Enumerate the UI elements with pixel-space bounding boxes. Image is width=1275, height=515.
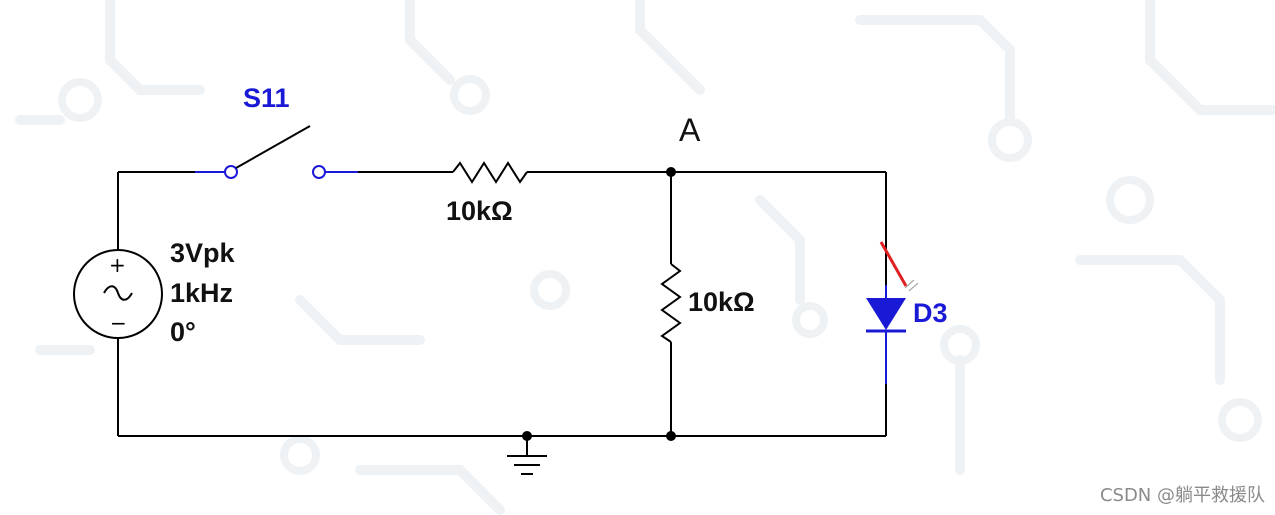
node-a-label: A [679,112,701,148]
source-plus-sign: + [109,253,126,277]
source-phase: 0° [170,317,196,347]
ground-icon [507,436,547,475]
source-frequency: 1kHz [170,278,233,308]
resistor-series-zigzag[interactable] [452,161,528,184]
diode-d3[interactable] [866,285,906,384]
source-amplitude: 3Vpk [170,238,236,268]
resistor-shunt-label: 10kΩ [688,287,755,317]
resistor-shunt-zigzag[interactable] [660,263,682,343]
switch-s11[interactable] [195,125,358,179]
source-minus-sign: − [110,311,127,335]
background-decoration [15,0,1275,515]
probe-icon[interactable] [879,241,919,292]
resistor-series-label: 10kΩ [446,196,513,226]
junction-node-a [666,167,676,177]
wires [117,171,887,437]
switch-label: S11 [243,83,290,113]
diode-label: D3 [913,298,948,328]
watermark: CSDN @躺平救援队 [1099,485,1265,506]
junction-bottom-right [666,431,676,441]
ac-source[interactable] [73,249,163,339]
